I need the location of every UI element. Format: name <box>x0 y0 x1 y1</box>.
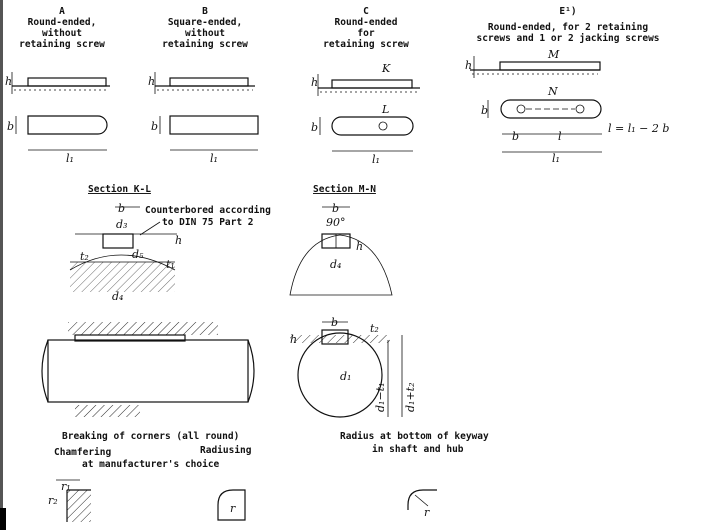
dim-d1: d₁ <box>340 370 351 383</box>
dim-b: b <box>7 120 14 133</box>
dim-b: b <box>512 130 519 143</box>
form-c-drawing: K h L b l₁ <box>311 62 420 166</box>
dim-d3: d₃ <box>116 218 127 231</box>
length-formula: l = l₁ − 2 b <box>608 122 669 135</box>
form-letter: C <box>363 6 369 17</box>
form-e-drawing: M h N b b l l₁ l = l₁ − 2 b <box>465 48 669 165</box>
section-mark-m: M <box>547 48 560 61</box>
dim-h: h <box>311 76 318 89</box>
form-desc: without <box>185 28 225 39</box>
dim-t2: t₂ <box>370 322 379 335</box>
dim-t2: t₂ <box>80 250 89 263</box>
section-mark-k: K <box>381 62 391 75</box>
page-edge-mark <box>0 508 6 530</box>
form-a-heading: A Round-ended, without retaining screw <box>19 6 105 50</box>
form-b-heading: B Square-ended, without retaining screw <box>162 6 248 50</box>
dim-d4: d₄ <box>330 258 341 271</box>
form-desc: Round-ended, for 2 retaining <box>488 22 648 33</box>
form-desc: screws and 1 or 2 jacking screws <box>476 33 659 44</box>
section-mark-n: N <box>547 85 558 98</box>
section-mn: Section M-N b 90° h d₄ <box>289 184 393 296</box>
dim-h: h <box>5 75 12 88</box>
dim-d5: d₅ <box>132 248 144 261</box>
chamfer-detail: r₁ r₂ <box>48 479 91 522</box>
dim-h: h <box>356 240 363 253</box>
form-desc: retaining screw <box>19 39 105 50</box>
section-kl-title: Section K-L <box>88 184 151 195</box>
dim-b: b <box>151 120 158 133</box>
choice-label: at manufacturer's choice <box>82 459 220 470</box>
dim-h: h <box>465 59 472 72</box>
dim-b: b <box>311 121 318 134</box>
dim-l: l <box>558 130 562 143</box>
dim-h: h <box>148 75 155 88</box>
form-desc: Round-ended, <box>28 17 97 28</box>
form-letter: A <box>59 6 65 17</box>
dim-d4: d₄ <box>112 290 123 303</box>
radiusing-label: Radiusing <box>200 445 252 456</box>
form-letter: E¹) <box>559 6 576 17</box>
keyway-radius-title: in shaft and hub <box>372 444 464 455</box>
page-edge <box>0 0 3 530</box>
corners-title: Breaking of corners (all round) <box>62 431 239 442</box>
form-desc: without <box>42 28 82 39</box>
counterbore-note: Counterbored according <box>145 205 271 216</box>
dim-l1: l₁ <box>210 152 218 165</box>
form-letter: B <box>202 6 208 17</box>
shaft-cross-section: b t₂ h d₁ d₁−t₁ d₁+t₂ <box>290 316 417 418</box>
dim-r1: r₁ <box>61 480 71 493</box>
dim-b: b <box>332 202 339 215</box>
form-b-drawing: h b l₁ <box>148 72 259 165</box>
dim-r2: r₂ <box>48 494 58 507</box>
dim-r: r <box>424 506 430 519</box>
form-a-drawing: h b l₁ <box>5 72 110 165</box>
section-mn-title: Section M-N <box>313 184 376 195</box>
form-desc: retaining screw <box>162 39 248 50</box>
radius-detail: r <box>217 489 246 521</box>
form-desc: for <box>357 28 374 39</box>
shaft-side-view <box>41 322 255 417</box>
dim-d1-plus-t2: d₁+t₂ <box>404 383 417 413</box>
dim-h: h <box>290 333 297 346</box>
dim-l1: l₁ <box>66 152 74 165</box>
counterbore-note: to DIN 75 Part 2 <box>162 217 254 228</box>
dim-t1: t₁ <box>166 258 175 271</box>
chamfering-label: Chamfering <box>54 447 111 458</box>
dim-l1: l₁ <box>372 153 380 166</box>
keyway-radius-detail: r <box>407 489 437 519</box>
dim-b: b <box>118 202 125 215</box>
dim-angle: 90° <box>326 216 346 229</box>
dim-h: h <box>175 234 182 247</box>
section-kl: Section K-L Counterbored according to DI… <box>69 184 271 303</box>
dim-d1-minus-t1: d₁−t₁ <box>374 383 387 413</box>
dim-r: r <box>230 502 236 515</box>
form-e-heading: E¹) Round-ended, for 2 retaining screws … <box>476 6 659 44</box>
dim-b: b <box>331 316 338 329</box>
keyway-radius-title: Radius at bottom of keyway <box>340 431 489 442</box>
dim-l1: l₁ <box>552 152 560 165</box>
form-c-heading: C Round-ended for retaining screw <box>323 6 409 50</box>
form-desc: Round-ended <box>335 17 398 28</box>
section-mark-l: L <box>381 103 389 116</box>
form-desc: Square-ended, <box>168 17 242 28</box>
form-desc: retaining screw <box>323 39 409 50</box>
dim-b: b <box>481 104 488 117</box>
